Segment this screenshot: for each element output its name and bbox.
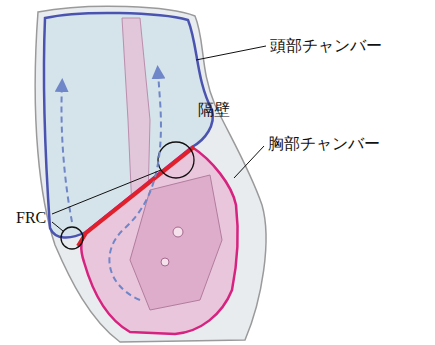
bolt: [173, 227, 183, 237]
leader-line: [52, 170, 161, 214]
frc-circle: [158, 142, 194, 178]
frc-circle: [61, 227, 83, 249]
flow-arrow: [109, 72, 161, 300]
part-label: 胸部チャンバー: [268, 134, 380, 153]
leader-line: [196, 46, 266, 60]
seat-frame: [130, 175, 222, 310]
leader-line: [52, 222, 63, 231]
pillar: [122, 18, 150, 210]
part-label: 頭部チャンバー: [270, 36, 382, 55]
bolt: [161, 258, 169, 266]
flow-arrow: [61, 85, 72, 222]
seat-outline: [35, 6, 266, 342]
part-label: FRC: [16, 208, 46, 227]
part-label: 隔壁: [198, 100, 230, 119]
leader-line: [234, 146, 264, 178]
